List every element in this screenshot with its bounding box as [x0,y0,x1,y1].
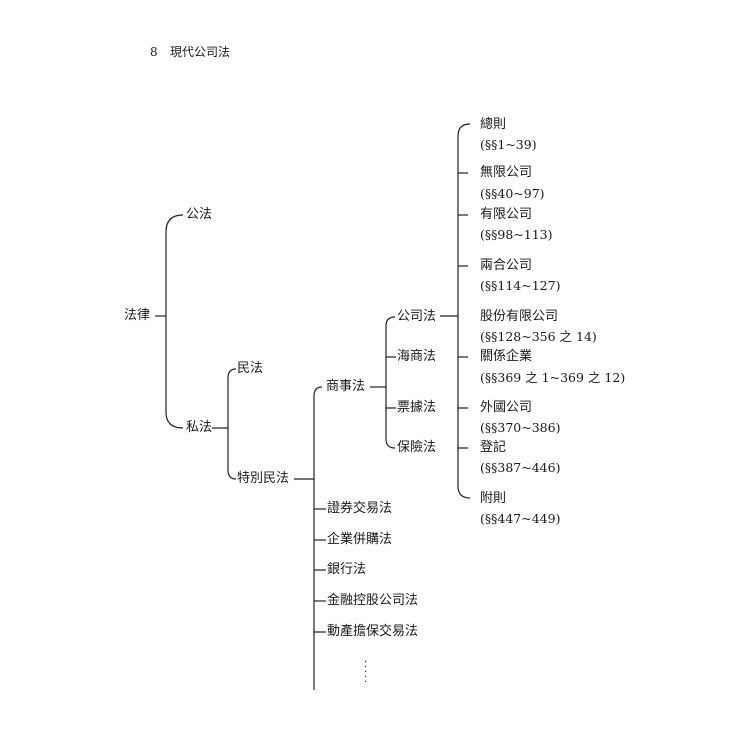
node-banking-law: 銀行法 [327,562,367,577]
node-maritime-law: 海商法 [397,349,437,364]
chapter-sections: (§§369 之 1~369 之 12) [480,370,626,385]
chapter-title: 有限公司 [480,207,533,222]
chapter-title: 附則 [480,491,507,506]
node-special-civil-law: 特別民法 [237,471,290,486]
chapter-sections: (§§447~449) [480,511,561,526]
node-chattel-secured-transactions-law: 動產擔保交易法 [327,624,419,639]
node-private-law: 私法 [186,420,213,435]
root-node-law: 法律 [124,308,151,323]
node-mergers-acquisitions-law: 企業併購法 [327,532,393,547]
node-civil-law: 民法 [237,361,264,376]
chapter-sections: (§§98~113) [480,227,553,242]
chapter-title: 外國公司 [480,400,533,415]
chapter-sections: (§§370~386) [480,420,561,435]
node-financial-holding-law: 金融控股公司法 [327,593,419,608]
ellipsis-more-laws: ····· [364,657,368,688]
chapter-title: 兩合公司 [480,258,533,273]
chapter-title: 登記 [480,440,507,455]
node-negotiable-instruments-law: 票據法 [397,400,437,415]
chapter-title: 總則 [480,117,507,132]
node-securities-exchange-law: 證券交易法 [327,501,393,516]
chapter-sections: (§§40~97) [480,186,545,201]
chapter-sections: (§§128~356 之 14) [480,329,597,344]
node-insurance-law: 保險法 [397,440,437,455]
node-commercial-law: 商事法 [326,379,366,394]
node-company-law: 公司法 [397,309,437,324]
node-public-law: 公法 [186,207,213,222]
chapter-sections: (§§387~446) [480,460,561,475]
chapter-title: 關係企業 [480,349,533,364]
page-number: 8 [150,45,158,59]
book-title: 現代公司法 [170,45,231,59]
chapter-title: 無限公司 [480,165,533,180]
chapter-title: 股份有限公司 [480,309,559,324]
chapter-sections: (§§1~39) [480,137,537,152]
chapter-sections: (§§114~127) [480,278,561,293]
